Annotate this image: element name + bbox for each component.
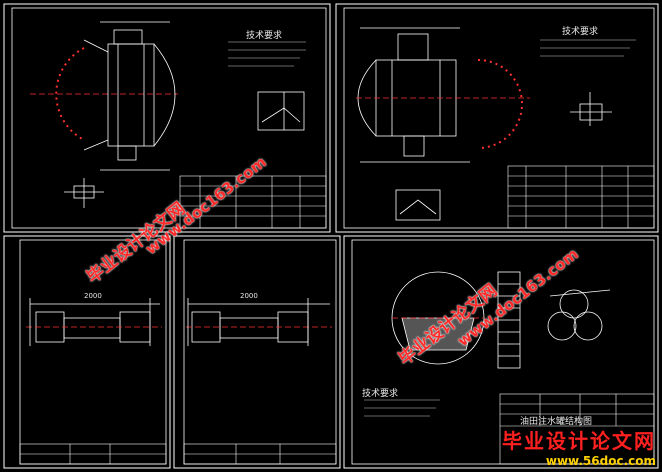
- tech-notes-bottom-right: [364, 399, 440, 417]
- detail-small-left: [64, 178, 104, 208]
- title-block-bl1: [19, 443, 167, 465]
- size-label-bl1: 2000: [84, 292, 102, 300]
- sheet-top-right: [335, 3, 659, 233]
- title-block-bottom-right: [499, 393, 655, 465]
- tech-title-top-right: 技术要求: [562, 27, 599, 37]
- shaft-drawing-2: [186, 298, 332, 346]
- weld-detail-top-right: [395, 189, 441, 221]
- title-block-bl2: [183, 443, 337, 465]
- parts-table-top-right: [507, 165, 655, 229]
- size-label-bl2: 2000: [240, 292, 258, 300]
- tech-notes-top-left: [228, 41, 306, 67]
- parts-table-top-left: [179, 175, 327, 229]
- detail-right: [570, 92, 612, 126]
- tube-sheet-drawing: [391, 271, 611, 369]
- watermark-logo-cn: 毕业设计论文网: [502, 429, 656, 453]
- tank-elevation-left: [30, 21, 178, 171]
- tech-notes-top-right: [540, 39, 636, 57]
- sheet-top-left: [3, 3, 331, 233]
- watermark-logo-url: www.56doc.com: [545, 454, 656, 468]
- tank-elevation-right: [356, 27, 530, 163]
- tech-title-top-left: 技术要求: [246, 31, 283, 41]
- watermark-logo: 毕业设计论文网 www.56doc.com: [502, 425, 656, 468]
- title-block-name: 油田注水罐结构图: [520, 417, 593, 427]
- shaft-drawing-1: [26, 298, 162, 346]
- weld-detail-top-left: [257, 91, 305, 131]
- tech-title-bottom-right: 技术要求: [362, 389, 399, 399]
